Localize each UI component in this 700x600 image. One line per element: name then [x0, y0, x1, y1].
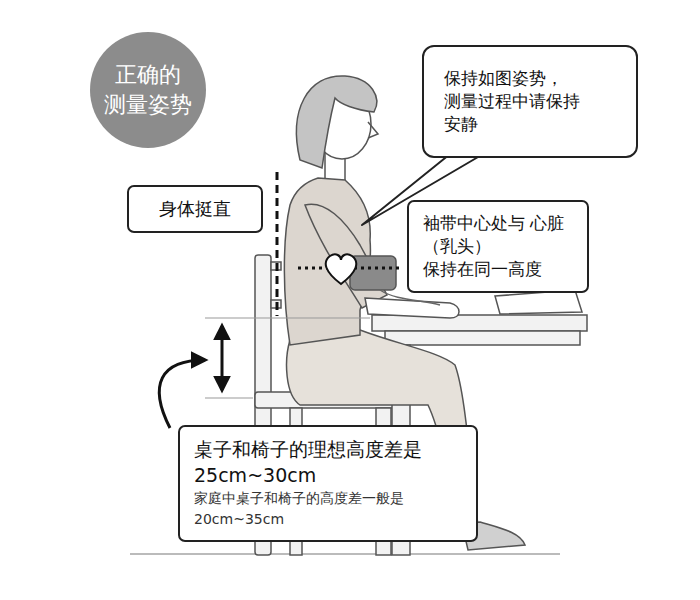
speech-bubble: 保持如图姿势， 测量过程中请保持 安静 — [422, 45, 638, 158]
title-badge: 正确的 测量姿势 — [90, 32, 206, 148]
pointer-arrow — [159, 360, 205, 428]
node-text: 袖带中心处与 心脏（乳头） 保持在同一高度 — [423, 212, 573, 281]
seat-height-line — [205, 398, 253, 399]
heart-symbol — [326, 254, 357, 284]
node-text: 身体挺直 — [141, 197, 249, 221]
node-text: 保持如图姿势， 测量过程中请保持 安静 — [444, 67, 594, 136]
floor-line — [130, 553, 560, 555]
node-subtext: 家庭中桌子和椅子的高度差一般是 20cm~35cm — [194, 488, 462, 530]
node-text: 正确的 测量姿势 — [96, 60, 200, 119]
note-box: 身体挺直 — [127, 185, 263, 233]
height-difference-arrow — [221, 326, 224, 390]
badge-circle — [90, 32, 206, 148]
table-height-line — [205, 318, 370, 319]
note-box: 袖带中心处与 心脏（乳头） 保持在同一高度 — [407, 200, 589, 293]
straight-back-line — [276, 172, 279, 316]
node-text: 桌子和椅子的理想高度差是 25cm~30cm — [194, 437, 462, 488]
badge-circle-fill — [90, 32, 206, 148]
note-box: 桌子和椅子的理想高度差是 25cm~30cm家庭中桌子和椅子的高度差一般是 20… — [178, 425, 478, 542]
